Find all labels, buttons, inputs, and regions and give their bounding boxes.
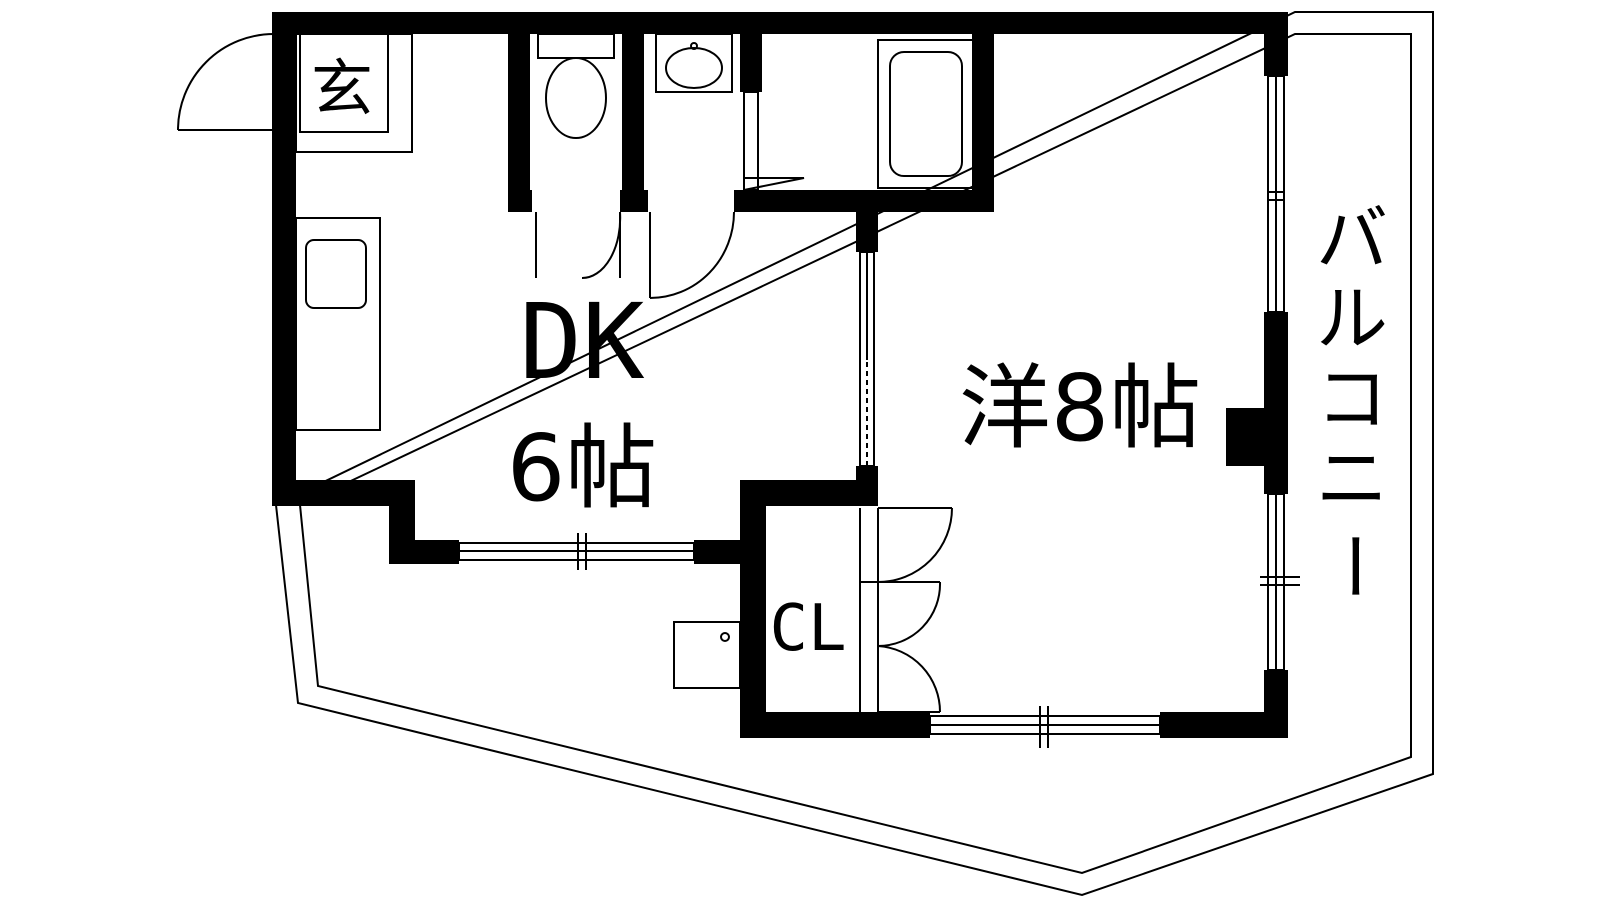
washing-machine-pan-icon — [673, 621, 741, 689]
bathtub-icon — [877, 39, 975, 189]
svg-text:ル: ル — [1316, 277, 1388, 361]
svg-text:バ: バ — [1316, 197, 1388, 281]
dk-label: DK — [519, 281, 645, 403]
fixtures — [295, 33, 975, 689]
kitchen-sink-icon — [295, 217, 381, 431]
walls — [272, 12, 1288, 738]
western-room-label: 洋8帖 — [959, 355, 1202, 462]
washroom-sliding-door — [743, 91, 759, 191]
closet-doors — [859, 507, 953, 713]
washroom-door — [649, 211, 735, 299]
washbasin-icon — [655, 33, 733, 93]
svg-text:ー: ー — [1311, 530, 1395, 602]
doors — [177, 33, 953, 713]
labels: 玄 DK 6帖 洋8帖 CL バ ル コ ニ ー — [311, 52, 1395, 666]
windows — [273, 37, 1300, 748]
closet-label: CL — [769, 592, 846, 666]
entrance-label: 玄 — [311, 52, 373, 125]
svg-text:コ: コ — [1316, 357, 1388, 441]
entrance-door — [177, 33, 275, 131]
toilet-door — [535, 211, 622, 280]
svg-text:ニ: ニ — [1316, 437, 1388, 521]
toilet-icon — [537, 33, 615, 139]
dk-size-label: 6帖 — [507, 415, 658, 522]
balcony-label: バ ル コ ニ ー — [1311, 197, 1395, 602]
